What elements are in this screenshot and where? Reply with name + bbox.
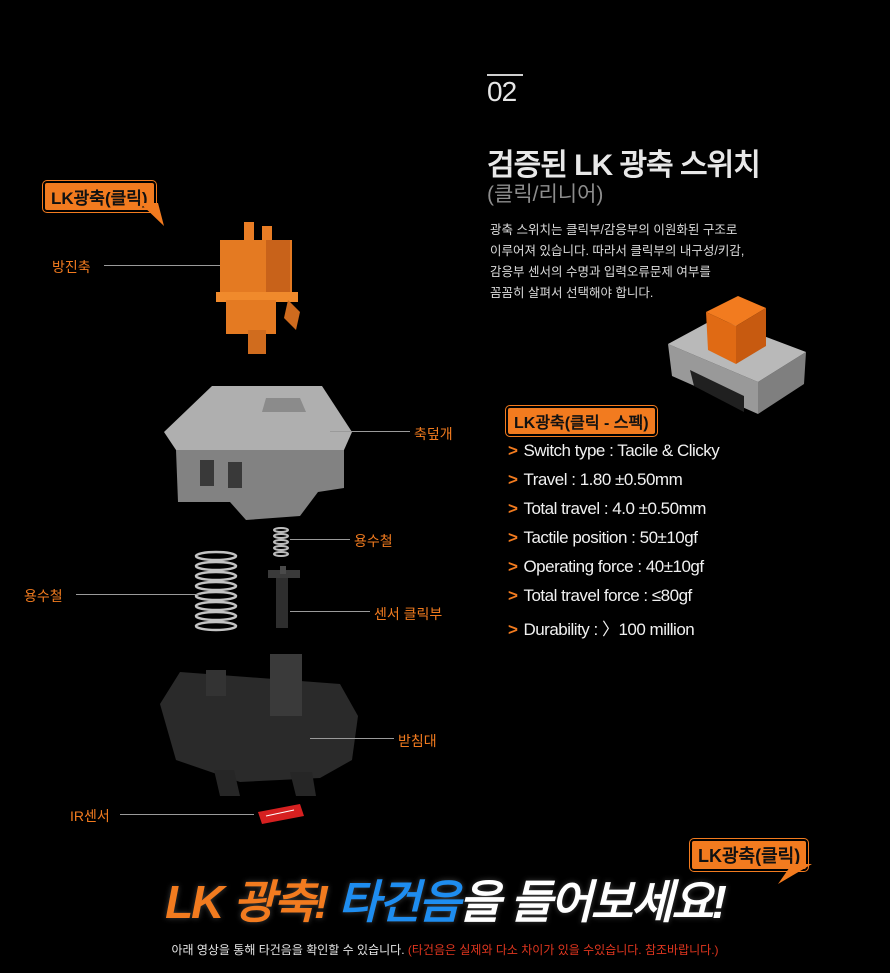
description-line: 광축 스위치는 클릭부/감응부의 이원화된 구조로 <box>490 223 738 237</box>
spec-item-text: Travel : 1.80 ±0.50mm <box>523 470 683 489</box>
cover-part <box>164 386 352 520</box>
leader-line <box>104 265 220 266</box>
spec-item: > Operating force : 40±10gf <box>508 557 719 586</box>
label-small-spring: 용수철 <box>354 533 393 549</box>
page-subtitle: (클릭/리니어) <box>487 183 604 206</box>
section-number: 02 <box>487 76 517 107</box>
label-large-spring: 용수철 <box>24 588 63 604</box>
leader-line <box>290 539 350 540</box>
description-line: 이루어져 있습니다. 따라서 클릭부의 내구성/키감, <box>490 244 745 258</box>
headline-part: 을 들어보세요! <box>458 876 727 928</box>
diagram-tag: LK광축(클릭) <box>43 181 156 212</box>
spec-item: > Total travel force : ≤80gf <box>508 586 719 615</box>
headline: LK 광축! 타건음을 들어보세요! <box>0 866 890 932</box>
label-ir-sensor: IR센서 <box>70 808 110 824</box>
description: 광축 스위치는 클릭부/감응부의 이원화된 구조로 이루어져 있습니다. 따라서… <box>490 220 810 304</box>
chevron-right-icon: > <box>508 586 518 605</box>
chevron-right-icon: > <box>508 441 518 460</box>
spec-item: > Switch type : Tacile & Clicky <box>508 441 720 470</box>
headline-highlight: 타건음 <box>337 876 461 928</box>
spec-item-text: Operating force : 40±10gf <box>523 557 704 576</box>
spec-item-text: Total travel force : ≤80gf <box>523 586 692 605</box>
bottom-tag: LK광축(클릭) <box>690 839 809 871</box>
footnote-disclaimer: (타건음은 실제와 다소 차이가 있을 수있습니다. 참조바랍니다.) <box>407 943 719 957</box>
chevron-right-icon: > <box>508 528 518 547</box>
spec-item: > Durability : 〉100 million <box>508 615 719 644</box>
section-divider <box>487 74 523 76</box>
label-cover: 축덮개 <box>414 426 453 442</box>
spec-item: > Total travel : 4.0 ±0.50mm <box>508 499 719 528</box>
footnote-main: 아래 영상을 통해 타건음을 확인할 수 있습니다. <box>171 943 408 957</box>
leader-line <box>330 431 410 432</box>
tag-pointer-icon <box>140 203 164 226</box>
spec-item-text: Switch type : Tacile & Clicky <box>523 441 720 460</box>
description-line: 감응부 센서의 수명과 입력오류문제 여부를 <box>490 265 711 279</box>
ir-sensor-part <box>258 804 304 824</box>
footnote: 아래 영상을 통해 타건음을 확인할 수 있습니다. (타건음은 실제와 다소 … <box>0 941 890 958</box>
headline-part: LK 광축! <box>165 876 338 928</box>
leader-line <box>310 738 394 739</box>
spec-item: > Tactile position : 50±10gf <box>508 528 719 557</box>
base-part <box>160 654 358 796</box>
leader-line <box>290 611 370 612</box>
spec-item-text: Durability : 〉100 million <box>523 620 695 639</box>
small-spring-part <box>273 527 289 557</box>
sensor-click-part <box>268 566 300 628</box>
large-spring-part <box>194 550 238 632</box>
leader-line <box>76 594 200 595</box>
label-base: 받침대 <box>398 733 437 749</box>
spec-item-text: Total travel : 4.0 ±0.50mm <box>523 499 706 518</box>
tag-pointer-icon <box>778 864 812 884</box>
spec-item: > Travel : 1.80 ±0.50mm <box>508 470 719 499</box>
assembled-switch-image <box>668 296 806 414</box>
chevron-right-icon: > <box>508 499 518 518</box>
stem-part <box>216 222 300 354</box>
spec-item-text: Tactile position : 50±10gf <box>523 528 698 547</box>
page-title: 검증된 LK 광축 스위치 <box>487 149 761 182</box>
spec-tag: LK광축(클릭 - 스펙) <box>506 406 657 436</box>
spec-list: > Switch type : Tacile & Clicky > Travel :… <box>508 441 720 644</box>
chevron-right-icon: > <box>508 557 518 576</box>
description-line: 꼼꼼히 살펴서 선택해야 합니다. <box>490 286 654 300</box>
label-stem: 방진축 <box>52 259 91 275</box>
chevron-right-icon: > <box>508 620 518 639</box>
label-sensor-click: 센서 클릭부 <box>374 606 443 622</box>
leader-line <box>120 814 254 815</box>
chevron-right-icon: > <box>508 470 518 489</box>
